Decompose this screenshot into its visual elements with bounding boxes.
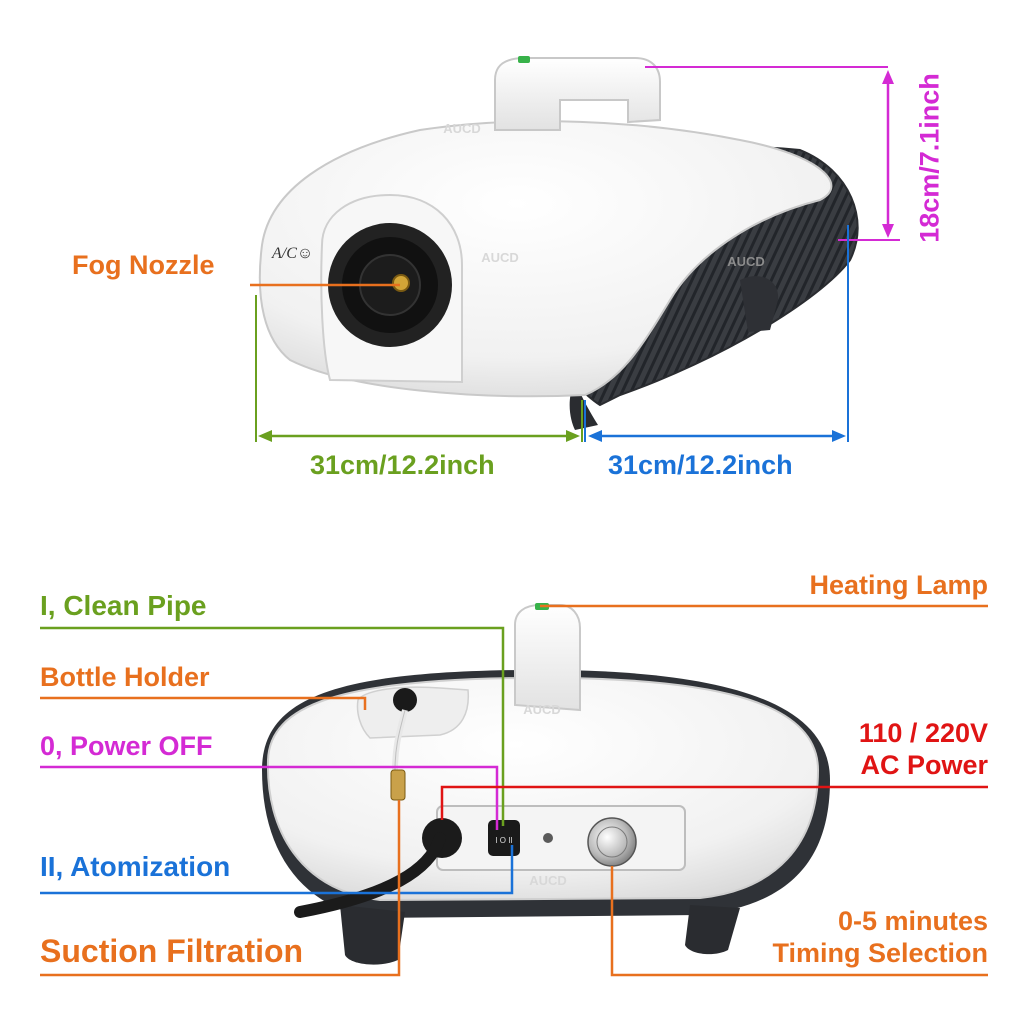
clean-pipe-label: I, Clean Pipe [40, 590, 207, 621]
ac-power-line1-label: 110 / 220V [858, 718, 988, 748]
fogger-side-view: A/C☺ [258, 56, 859, 430]
width-right-dimension-label: 31cm/12.2inch [608, 450, 793, 480]
power-off-label: 0, Power OFF [40, 731, 213, 761]
timing-line2-label: Timing Selection [772, 938, 988, 968]
timer-knob-icon [587, 817, 637, 867]
leader-lines-bottom [40, 604, 988, 977]
control-panel [436, 805, 686, 871]
watermark-3: AUCD [727, 254, 765, 269]
height-dimension-label: 18cm/7.1inch [914, 73, 945, 243]
watermark-1: AUCD [443, 121, 481, 136]
bottle-holder-label: Bottle Holder [40, 662, 210, 692]
atomization-label: II, Atomization [40, 851, 231, 882]
watermark-4: AUCD [523, 702, 561, 717]
panel-screw-icon [543, 833, 553, 843]
bottle-holder-cap-icon [393, 688, 417, 712]
heating-lamp-label: Heating Lamp [809, 570, 988, 600]
fogger-back-view: I O II [262, 603, 830, 965]
timing-line1-label: 0-5 minutes [837, 906, 988, 936]
watermark-2: AUCD [481, 250, 519, 265]
watermark-5: AUCD [529, 873, 567, 888]
ac-power-line2-label: AC Power [860, 750, 988, 780]
suction-filter-icon [390, 769, 406, 801]
brand-logo: A/C☺ [271, 245, 313, 262]
switch-marking: I O II [495, 836, 512, 845]
suction-filtration-label: Suction Filtration [40, 933, 304, 969]
fog-nozzle-label: Fog Nozzle [72, 250, 215, 280]
indicator-lamp-icon [518, 56, 530, 63]
width-left-dimension-label: 31cm/12.2inch [310, 450, 495, 480]
dimension-lines-top [250, 66, 900, 442]
